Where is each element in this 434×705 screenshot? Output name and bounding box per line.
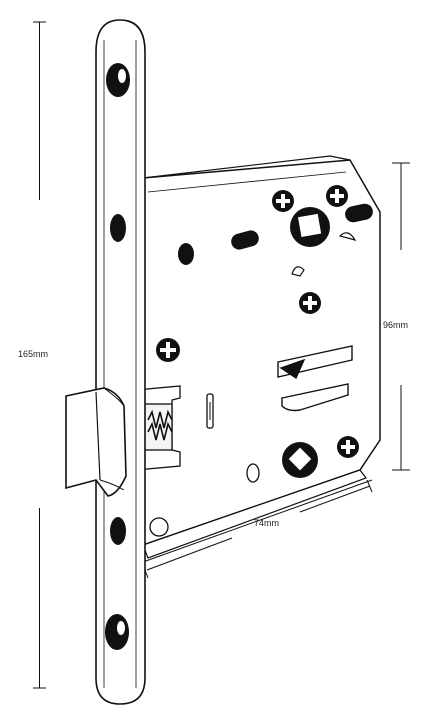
- oval-slot: [178, 243, 194, 265]
- faceplate: [95, 19, 146, 705]
- small-hole: [246, 463, 260, 483]
- faceplate-slot: [110, 517, 126, 545]
- half-moon-mark: [291, 266, 305, 277]
- latch-bolt: [65, 387, 127, 497]
- half-moon-mark: [338, 232, 357, 241]
- follower-slot: [345, 203, 373, 223]
- dimension-label-height: 165mm: [18, 349, 48, 359]
- dimension-96mm: [392, 162, 410, 471]
- mounting-hole-bottom: [105, 614, 129, 650]
- turn-hub: [282, 442, 318, 478]
- dimension-label-width: 74mm: [254, 518, 279, 528]
- cross-head-screw-icon: [156, 185, 359, 458]
- spring-housing: [135, 385, 181, 471]
- lock-case: [142, 155, 381, 563]
- dimension-165mm: [33, 21, 46, 689]
- mounting-hole-top: [106, 63, 130, 97]
- deadbolt-slider: [277, 345, 353, 412]
- faceplate-slot: [110, 214, 126, 242]
- dimension-label-backset: 96mm: [383, 320, 408, 330]
- case-features: [149, 203, 373, 537]
- small-hole: [149, 517, 169, 537]
- oval-slot-slanted: [231, 230, 259, 250]
- square-hub: [290, 207, 330, 247]
- spring: [147, 409, 173, 441]
